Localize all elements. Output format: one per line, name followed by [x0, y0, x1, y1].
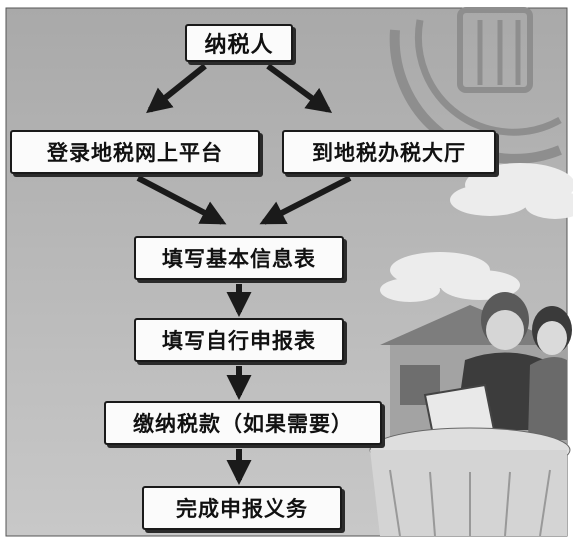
node-self-declaration-form: 填写自行申报表	[134, 318, 344, 362]
node-online-platform: 登录地税网上平台	[10, 130, 260, 174]
node-tax-hall: 到地税办税大厅	[282, 130, 496, 174]
clouds	[380, 163, 573, 302]
node-taxpayer: 纳税人	[185, 24, 293, 62]
node-basic-info-form: 填写基本信息表	[134, 236, 344, 280]
table	[369, 427, 571, 537]
image-border	[5, 7, 568, 537]
node-pay-taxes: 缴纳税款（如果需要）	[104, 401, 382, 445]
node-complete-obligation: 完成申报义务	[142, 486, 342, 530]
